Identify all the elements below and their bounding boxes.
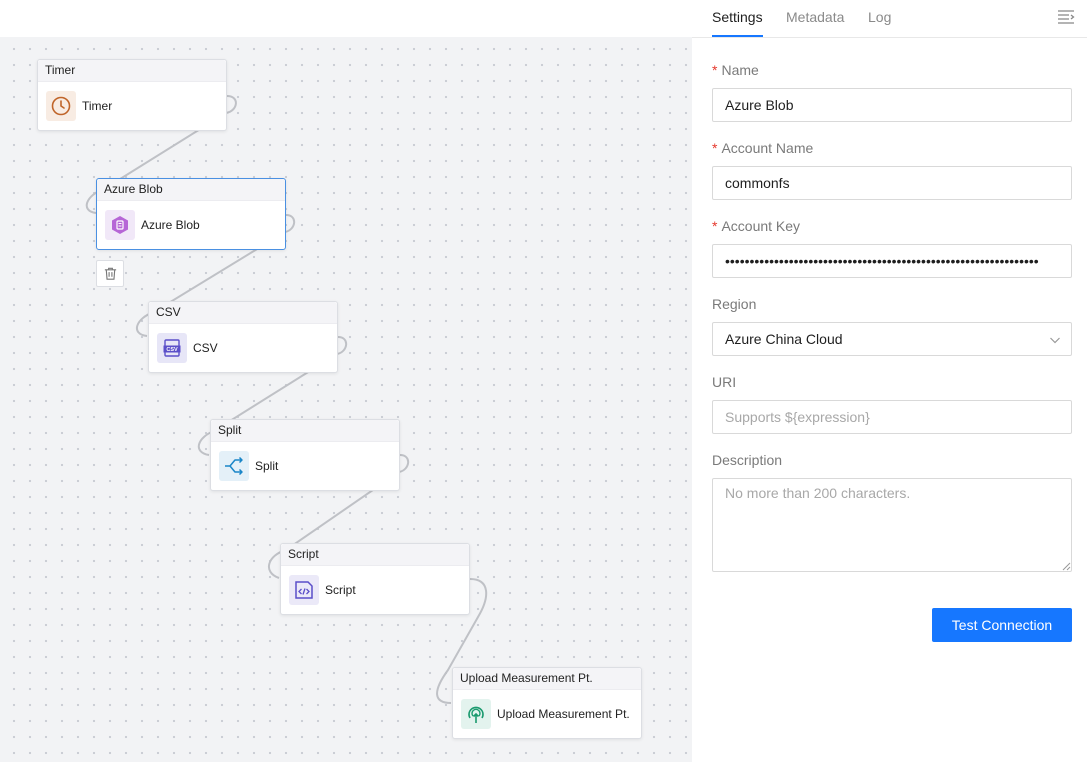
flow-connections	[85, 95, 488, 704]
upload-measurement-icon	[461, 699, 491, 729]
node-label: Timer	[82, 99, 113, 113]
region-label: Region	[712, 296, 757, 312]
flow-node-split[interactable]: Split Split	[210, 419, 400, 491]
flow-node-upload-measurement[interactable]: Upload Measurement Pt. Upload Measuremen…	[452, 667, 642, 739]
node-label: Azure Blob	[141, 218, 200, 232]
tab-metadata[interactable]: Metadata	[786, 9, 845, 25]
chevron-down-icon	[1050, 337, 1060, 344]
flow-node-script[interactable]: Script Script	[280, 543, 470, 615]
flow-node-timer[interactable]: Timer Timer	[37, 59, 227, 131]
account-name-label: *Account Name	[712, 140, 814, 156]
connector-csv-split	[197, 336, 348, 456]
script-icon	[289, 575, 319, 605]
trash-icon	[104, 267, 116, 280]
name-label: *Name	[712, 62, 759, 78]
node-title: Split	[211, 420, 399, 442]
name-input[interactable]	[712, 88, 1072, 122]
csv-icon: CSV	[157, 333, 187, 363]
node-label: CSV	[193, 341, 218, 355]
delete-node-button[interactable]	[96, 260, 124, 287]
account-key-label: *Account Key	[712, 218, 801, 234]
connector-split-script	[268, 454, 410, 579]
svg-text:CSV: CSV	[166, 347, 178, 353]
account-key-input[interactable]: ••••••••••••••••••••••••••••••••••••••••…	[712, 244, 1072, 278]
uri-input[interactable]	[712, 400, 1072, 434]
flow-node-csv[interactable]: CSV CSV CSV	[148, 301, 338, 373]
clock-icon	[46, 91, 76, 121]
description-label: Description	[712, 452, 783, 468]
collapse-panel-icon[interactable]	[1057, 9, 1075, 25]
account-name-input[interactable]	[712, 166, 1072, 200]
node-title: Upload Measurement Pt.	[453, 668, 641, 690]
flow-node-azure-blob[interactable]: Azure Blob Azure Blob	[96, 178, 286, 250]
required-mark: *	[712, 218, 718, 234]
connector-timer-blob	[85, 95, 237, 214]
node-title: Azure Blob	[97, 179, 285, 201]
connector-script-upload	[436, 578, 488, 704]
connector-blob-csv	[136, 214, 296, 337]
uri-label: URI	[712, 374, 737, 390]
tab-log[interactable]: Log	[868, 9, 892, 25]
azure-blob-icon	[105, 210, 135, 240]
tab-settings[interactable]: Settings	[712, 9, 763, 37]
description-textarea[interactable]	[712, 478, 1072, 572]
required-mark: *	[712, 140, 718, 156]
settings-panel: Settings Metadata Log *Name *Account Nam…	[692, 0, 1087, 762]
node-label: Upload Measurement Pt.	[497, 707, 630, 721]
flow-canvas[interactable]: Timer Timer Azure Blob Azure Blob CSV CS…	[0, 37, 692, 762]
split-icon	[219, 451, 249, 481]
required-mark: *	[712, 62, 718, 78]
region-select[interactable]: Azure China Cloud	[712, 322, 1072, 356]
canvas-toolbar	[0, 0, 692, 37]
region-selected-value: Azure China Cloud	[725, 331, 843, 347]
resize-grip-icon[interactable]	[1062, 562, 1071, 571]
node-label: Split	[255, 459, 279, 473]
node-title: CSV	[149, 302, 337, 324]
test-connection-button[interactable]: Test Connection	[932, 608, 1072, 642]
node-label: Script	[325, 583, 356, 597]
node-title: Timer	[38, 60, 226, 82]
panel-tabs: Settings Metadata Log	[692, 0, 1087, 38]
node-title: Script	[281, 544, 469, 566]
